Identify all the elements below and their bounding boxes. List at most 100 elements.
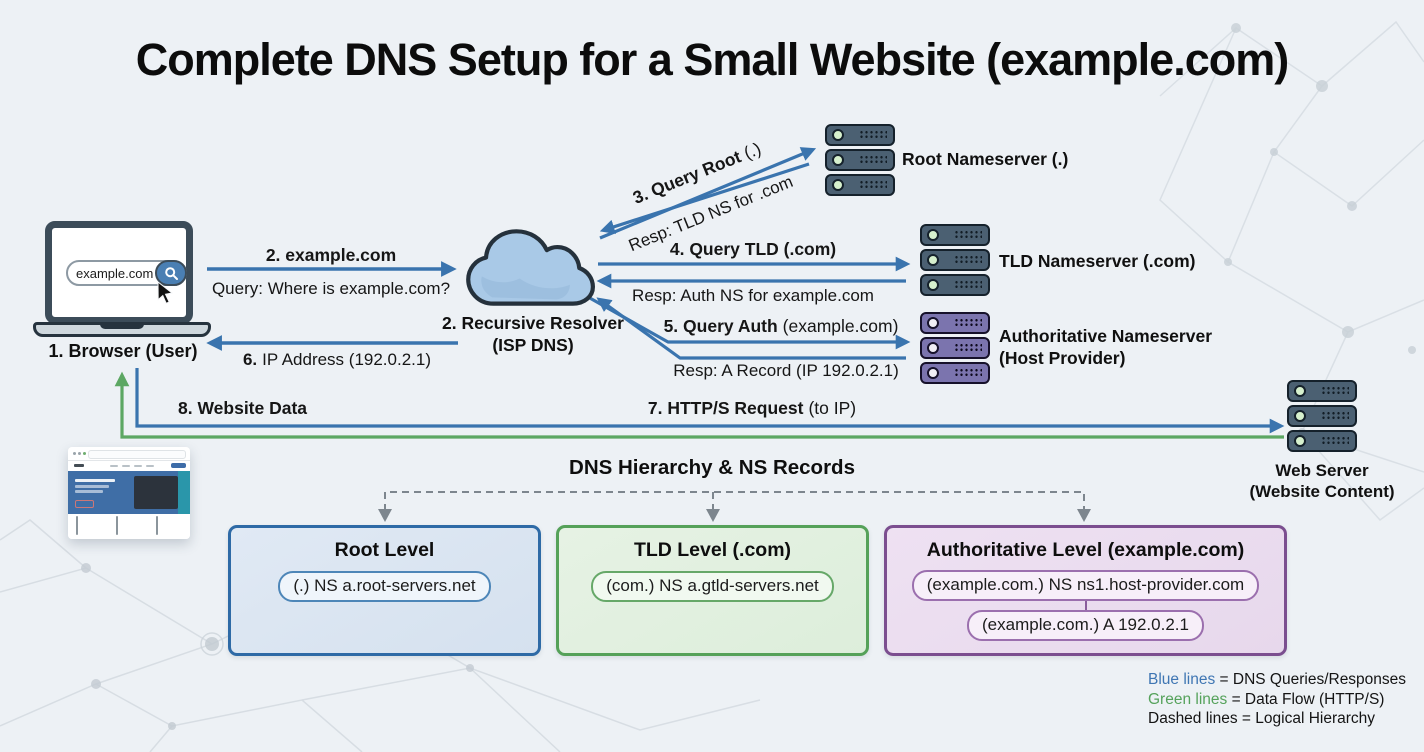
step5-response-label: Resp: A Record (IP 192.0.2.1): [673, 361, 899, 380]
web-label-line2: (Website Content): [1249, 482, 1395, 501]
server-vents: [954, 255, 982, 265]
root-level-title: Root Level: [334, 539, 435, 561]
authoritative-nameserver-label: Authoritative Nameserver (Host Provider): [999, 325, 1212, 369]
server-led: [927, 367, 939, 379]
step4-response-label: Resp: Auth NS for example.com: [632, 286, 874, 305]
server-vents: [954, 230, 982, 240]
web-server-icon: [1287, 380, 1357, 452]
server-vents: [954, 368, 982, 378]
legend-row-dashed: Dashed lines = Logical Hierarchy: [1148, 709, 1406, 729]
authoritative-level-title: Authoritative Level (example.com): [926, 539, 1245, 561]
step3-label-rest: (.): [740, 138, 764, 163]
feature-icon: [76, 516, 78, 535]
server-unit: [825, 174, 895, 196]
server-vents: [954, 280, 982, 290]
hero-button: [75, 500, 94, 508]
server-unit: [825, 149, 895, 171]
step7-label: 7. HTTP/S Request(to IP): [620, 398, 884, 419]
hero-code-panel: [134, 476, 178, 509]
step6-label: 6.IP Address (192.0.2.1): [212, 350, 462, 370]
tld-level-box: TLD Level (.com) (com.) NS a.gtld-server…: [556, 525, 869, 656]
server-vents: [954, 343, 982, 353]
step6-label-bold: 6.: [242, 350, 258, 369]
legend: Blue lines = DNS Queries/Responses Green…: [1148, 670, 1406, 729]
legend-def-green: = Data Flow (HTTP/S): [1227, 690, 1385, 708]
root-nameserver-icon: [825, 124, 895, 196]
resolver-cloud-icon: [466, 229, 595, 306]
hero-text-bar: [75, 490, 103, 493]
server-unit: [920, 312, 990, 334]
preview-hero: [68, 471, 190, 514]
step6-label-rest: IP Address (192.0.2.1): [262, 350, 432, 369]
browser-label: 1. Browser (User): [48, 341, 198, 361]
page-title: Complete DNS Setup for a Small Website (…: [135, 34, 1289, 85]
legend-term-green: Green lines: [1148, 690, 1228, 708]
server-led: [832, 179, 844, 191]
website-preview-thumbnail: [68, 447, 190, 539]
hierarchy-heading: DNS Hierarchy & NS Records: [569, 456, 855, 479]
web-label-line1: Web Server: [1275, 461, 1369, 480]
server-led: [927, 317, 939, 329]
server-unit: [920, 224, 990, 246]
record-pill: (example.com.) NS ns1.host-provider.com: [911, 570, 1260, 601]
web-server-label: Web Server (Website Content): [1238, 460, 1406, 502]
preview-content: [68, 514, 190, 539]
server-vents: [859, 155, 887, 165]
authoritative-nameserver-icon: [920, 312, 990, 384]
browser-search-bar: [66, 260, 187, 286]
hero-text-bar: [75, 485, 109, 488]
server-vents: [1321, 436, 1349, 446]
legend-def-dashed: = Logical Hierarchy: [1237, 710, 1376, 727]
authoritative-level-box: Authoritative Level (example.com) (examp…: [884, 525, 1287, 656]
step3-label: 3. Query Root(.): [598, 125, 797, 222]
server-unit: [920, 337, 990, 359]
server-led: [927, 342, 939, 354]
record-pill: (example.com.) A 192.0.2.1: [967, 610, 1204, 641]
root-nameserver-label: Root Nameserver (.): [902, 149, 1069, 169]
preview-navbar: [68, 461, 190, 471]
feature-column: [116, 516, 142, 535]
resolver-sublabel: (ISP DNS): [492, 335, 574, 355]
preview-nav-link: [146, 465, 154, 467]
window-dot: [73, 452, 76, 455]
server-unit: [1287, 405, 1357, 427]
record-pill: (.) NS a.root-servers.net: [278, 571, 491, 602]
tld-nameserver-label: TLD Nameserver (.com): [999, 251, 1196, 271]
server-led: [1294, 385, 1306, 397]
server-vents: [859, 130, 887, 140]
server-unit: [1287, 380, 1357, 402]
window-dot: [78, 452, 81, 455]
search-input[interactable]: [76, 263, 154, 283]
server-led: [1294, 435, 1306, 447]
preview-nav-link: [122, 465, 130, 467]
server-vents: [954, 318, 982, 328]
server-vents: [1321, 386, 1349, 396]
legend-term-blue: Blue lines: [1148, 671, 1216, 688]
server-unit: [920, 274, 990, 296]
laptop-notch: [100, 324, 144, 329]
hero-text-bar: [75, 479, 115, 482]
step8-label: 8. Website Data: [178, 398, 308, 418]
tld-level-title: TLD Level (.com): [633, 539, 792, 561]
server-vents: [1321, 411, 1349, 421]
laptop-base: [33, 322, 211, 337]
feature-icon: [156, 516, 158, 535]
feature-icon: [116, 516, 118, 535]
preview-browser-chrome: [68, 447, 190, 461]
cursor-icon: [157, 281, 174, 304]
search-button[interactable]: [155, 260, 187, 286]
preview-cta-button: [171, 463, 186, 468]
resolver-label: 2. Recursive Resolver: [442, 313, 624, 333]
server-unit: [920, 249, 990, 271]
step2-label: 2. example.com: [265, 245, 397, 265]
step2-sublabel: Query: Where is example.com?: [211, 279, 451, 298]
server-led: [927, 279, 939, 291]
server-unit: [920, 362, 990, 384]
step7-label-bold: 7. HTTP/S Request: [647, 398, 804, 418]
legend-term-dashed: Dashed lines: [1148, 710, 1238, 727]
auth-label-line2: (Host Provider): [999, 348, 1126, 368]
legend-row-green: Green lines = Data Flow (HTTP/S): [1148, 690, 1406, 710]
preview-nav-link: [134, 465, 142, 467]
feature-column: [156, 516, 182, 535]
